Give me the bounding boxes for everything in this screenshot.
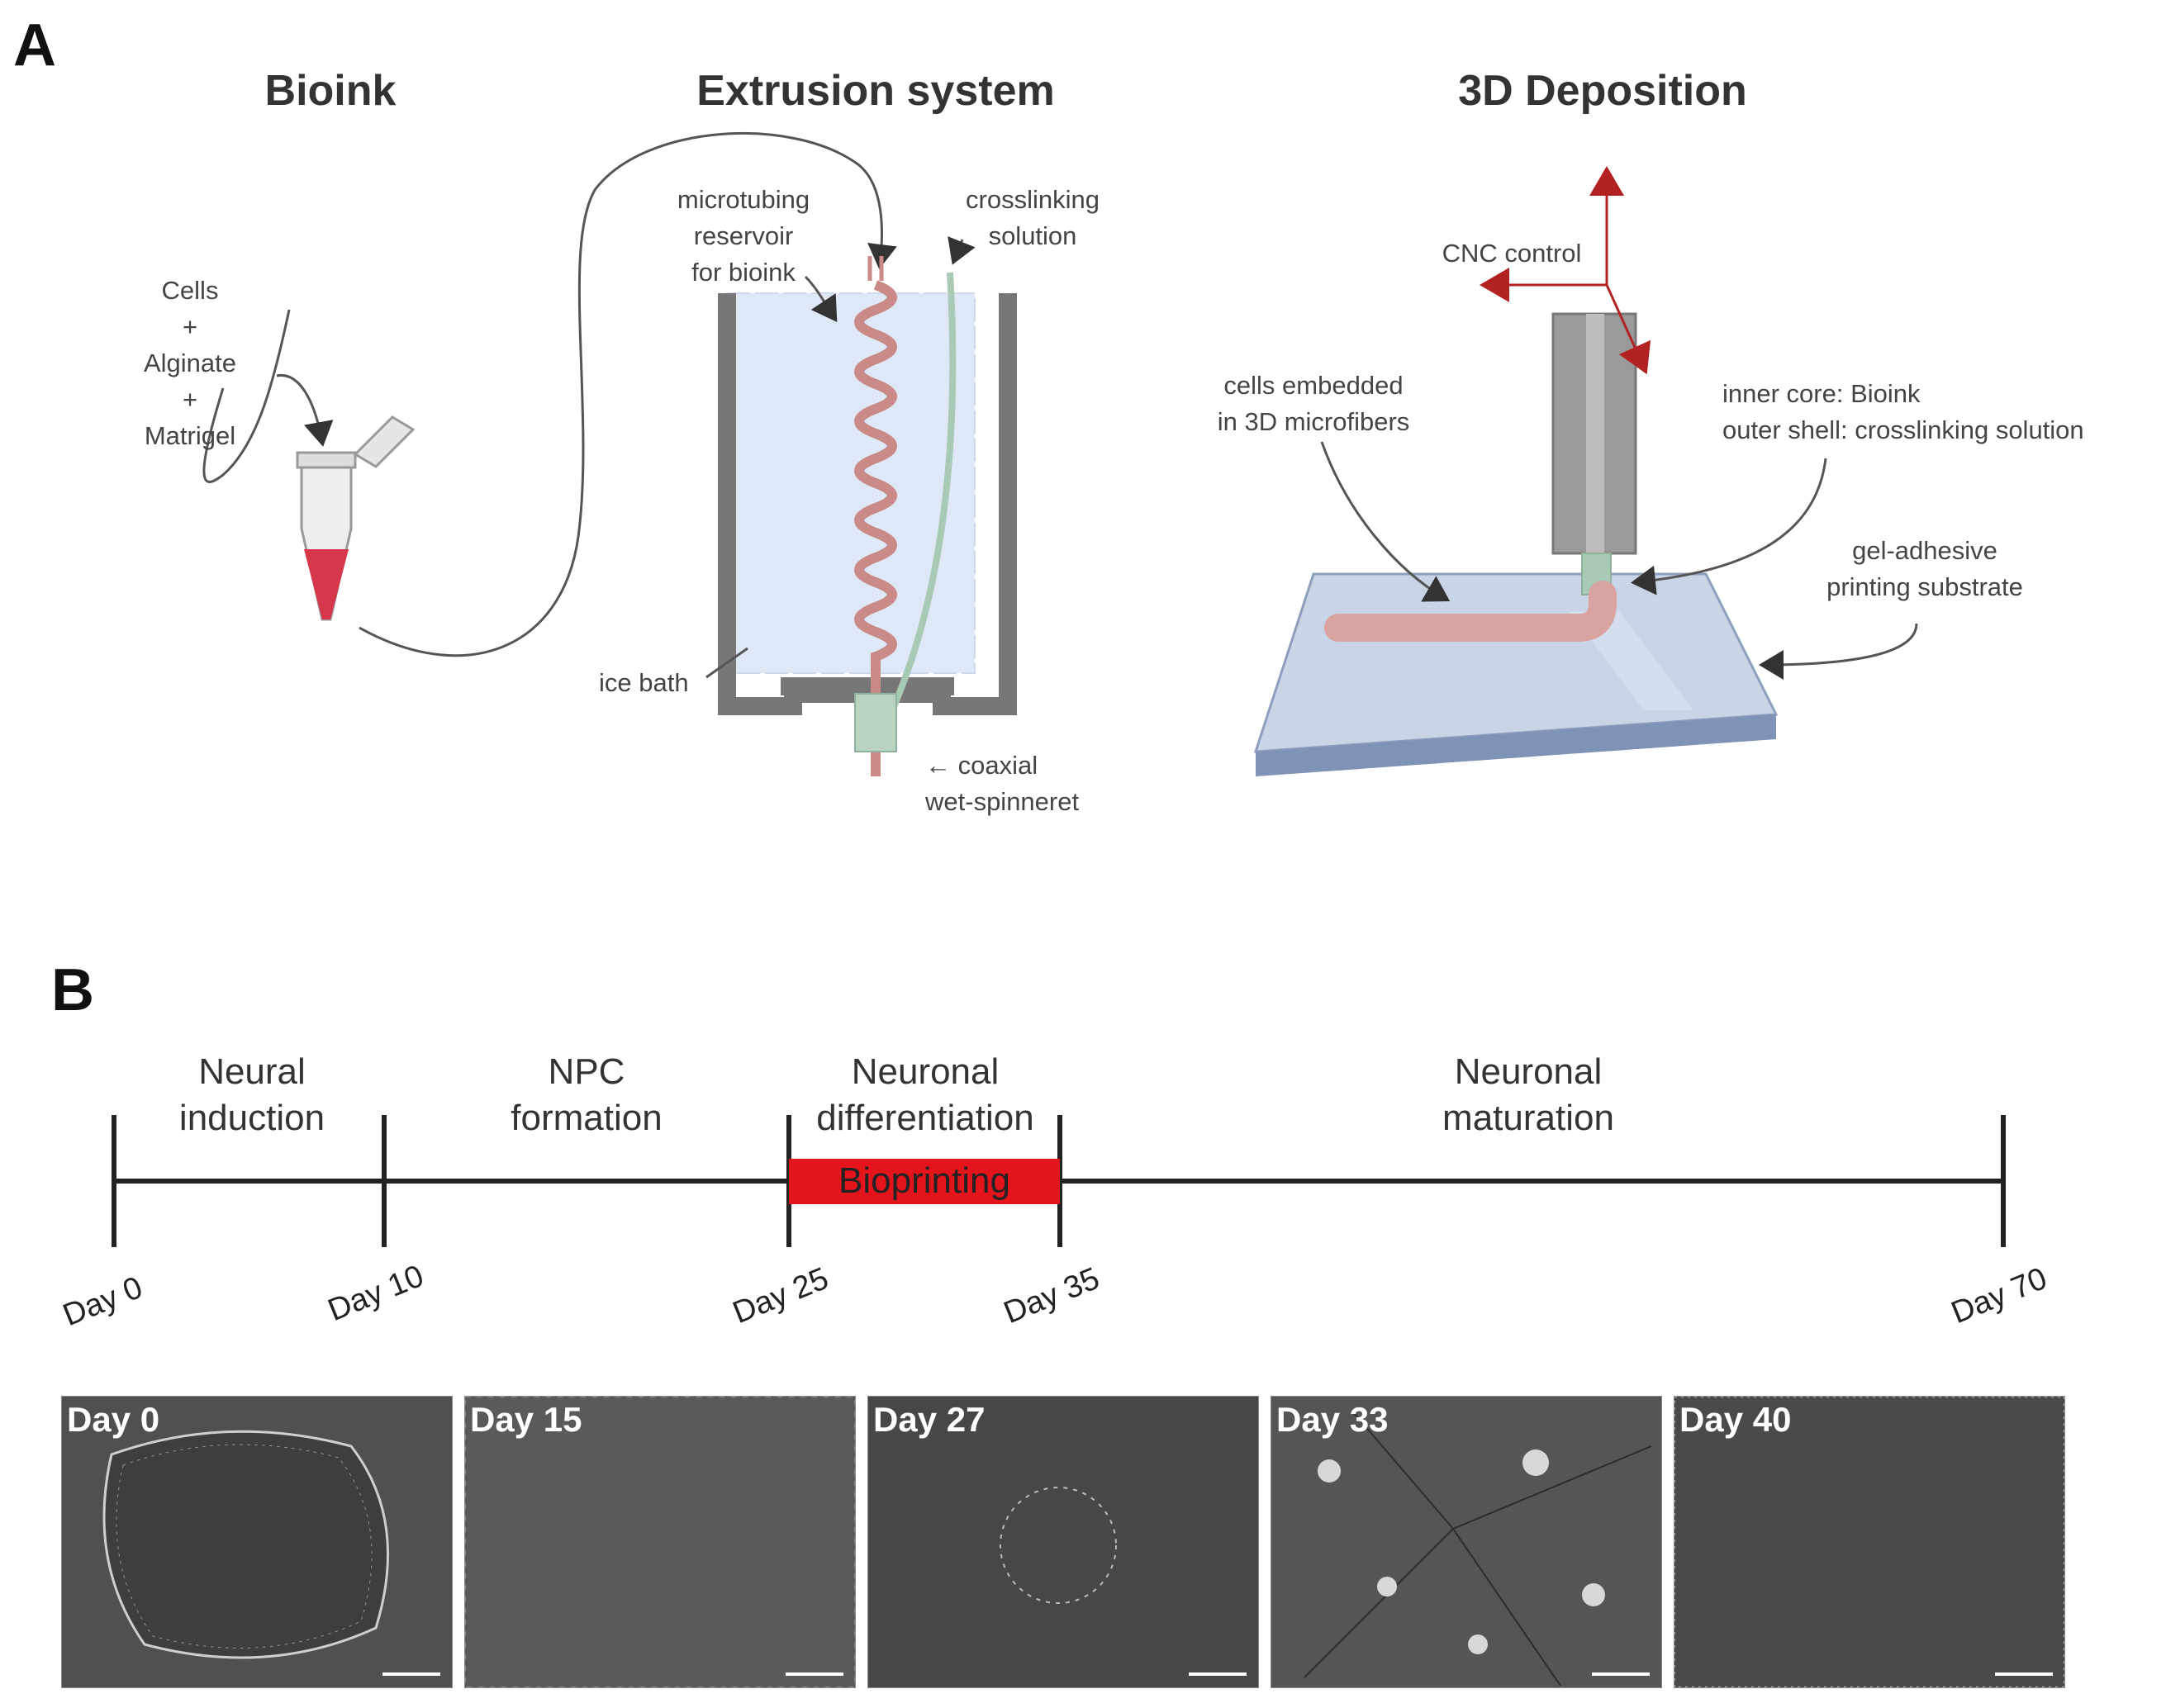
cnc-axes <box>1480 166 1651 375</box>
scale-bar <box>1592 1672 1650 1676</box>
micrograph-day-27-texture <box>868 1397 1258 1687</box>
micrograph-label: Day 0 <box>67 1400 160 1439</box>
micrograph-day-33-texture <box>1271 1397 1661 1687</box>
substrate-arrow <box>1759 623 1918 680</box>
reservoir-arrow <box>804 275 838 322</box>
day-label-0: Day 0 <box>58 1269 148 1334</box>
micrograph-label: Day 27 <box>873 1400 986 1439</box>
tubing-line <box>359 132 897 657</box>
cells-embedded-arrow <box>1320 441 1451 602</box>
scale-bar <box>1189 1672 1247 1676</box>
core-shell-arrow <box>1631 458 1827 595</box>
panel-b-letter: B <box>51 957 94 1023</box>
deposition-title: 3D Deposition <box>1458 67 1747 115</box>
bioink-recipe: Cells + Alginate + Matrigel <box>143 276 237 450</box>
eppendorf-tube <box>296 415 416 621</box>
microtubing-label: microtubing reservoir for bioink <box>677 185 810 287</box>
micrograph-day-40: Day 40 <box>1674 1396 2065 1688</box>
micrograph-day-40-texture <box>1674 1397 2064 1687</box>
ice-bath-label: ice bath <box>599 668 689 697</box>
core-shell-label: inner core: Bioink outer shell: crosslin… <box>1722 379 2084 444</box>
substrate-label: gel-adhesive printing substrate <box>1826 536 2023 601</box>
scale-bar <box>1995 1672 2053 1676</box>
micrograph-day-33: Day 33 <box>1271 1396 1662 1688</box>
micrograph-label: Day 33 <box>1276 1400 1389 1439</box>
scale-bar <box>382 1672 440 1676</box>
micrograph-label: Day 40 <box>1679 1400 1792 1439</box>
micrograph-day-15-texture <box>465 1397 855 1687</box>
bioprinting-bar: Bioprinting <box>789 1159 1060 1204</box>
micrograph-day-0: Day 0 <box>61 1396 453 1688</box>
crosslinking-label: crosslinking solution <box>966 185 1100 250</box>
micrograph-label: Day 15 <box>470 1400 582 1439</box>
printing-substrate <box>1253 572 1779 776</box>
scale-bar <box>786 1672 843 1676</box>
printed-fiber <box>1324 581 1617 642</box>
micrograph-day-15: Day 15 <box>464 1396 856 1688</box>
nozzle <box>1551 312 1637 595</box>
cnc-control-label: CNC control <box>1442 239 1582 268</box>
micrograph-day-0-texture <box>62 1397 452 1687</box>
cells-embedded-label: cells embedded in 3D microfibers <box>1217 371 1410 436</box>
bioink-title: Bioink <box>264 67 397 115</box>
ice-bath-arrow <box>705 647 748 679</box>
bioink-arrow <box>202 309 291 483</box>
panel-a-diagram <box>202 132 1918 776</box>
panel-a-letter: A <box>13 12 56 78</box>
extrusion-container <box>718 256 1017 776</box>
crosslink-arrow <box>948 236 976 265</box>
micrograph-day-27: Day 27 <box>867 1396 1259 1688</box>
extrusion-title: Extrusion system <box>696 67 1055 115</box>
coaxial-label: ← coaxial wet-spinneret <box>925 751 1080 816</box>
